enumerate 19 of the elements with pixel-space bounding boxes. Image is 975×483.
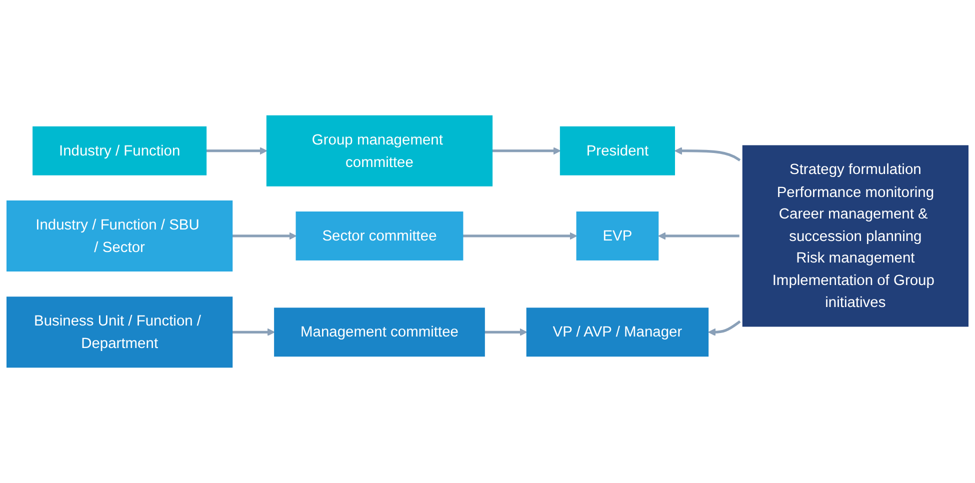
arrow — [658, 232, 740, 240]
node-box: Management committee — [274, 308, 485, 357]
node-box: Strategy formulation Performance monitoring Career management & succession planning Risk management Implementation of Group initiatives — [742, 145, 968, 327]
arrow — [206, 147, 268, 155]
node-box: Group management committee — [266, 115, 493, 186]
arrow — [484, 328, 528, 336]
node-box: President — [560, 126, 675, 176]
arrow — [462, 232, 578, 240]
arrow — [232, 328, 275, 336]
node-box: Industry / Function — [32, 126, 207, 176]
arrow — [674, 147, 741, 162]
arrow — [232, 232, 297, 240]
node-box: VP / AVP / Manager — [526, 308, 709, 357]
arrow — [492, 147, 561, 155]
node-box: Business Unit / Function / Department — [6, 296, 233, 368]
node-box: Sector committee — [296, 212, 464, 260]
arrow — [708, 320, 741, 336]
node-box: EVP — [576, 212, 659, 260]
node-box: Industry / Function / SBU / Sector — [6, 200, 233, 272]
